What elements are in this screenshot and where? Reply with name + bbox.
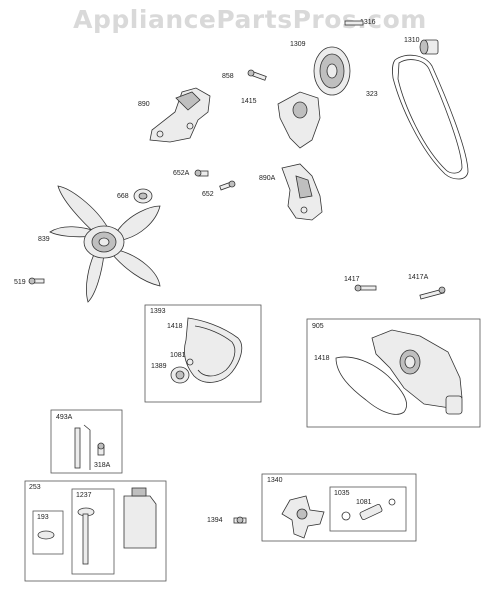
bolt-1316[interactable]: [344, 20, 364, 26]
watermark-text: AppliancePartsPros.com: [73, 5, 427, 34]
screw-652A[interactable]: [194, 169, 209, 177]
label-1340: 1340: [267, 477, 283, 484]
label-905: 905: [312, 323, 324, 330]
label-890: 890: [138, 101, 150, 108]
label-1418-a: 1418: [167, 323, 183, 330]
label-1316: 1316: [360, 19, 376, 26]
belt-323[interactable]: [392, 54, 469, 180]
label-1310: 1310: [404, 37, 420, 44]
label-1081-a: 1081: [170, 352, 186, 359]
label-1081-b: 1081: [356, 499, 372, 506]
screw-652[interactable]: [219, 180, 236, 191]
label-318A: 318A: [94, 462, 111, 469]
label-1417: 1417: [344, 276, 360, 283]
label-668: 668: [117, 193, 129, 200]
label-1393: 1393: [150, 308, 166, 315]
label-253: 253: [29, 484, 41, 491]
pulley-1309[interactable]: [313, 46, 351, 96]
label-652: 652: [202, 191, 214, 198]
label-890A: 890A: [259, 175, 276, 182]
screw-1394[interactable]: [233, 516, 247, 524]
screw-519[interactable]: [28, 277, 45, 285]
bushing-1310[interactable]: [419, 39, 439, 55]
label-1035: 1035: [334, 490, 350, 497]
kit-box-253[interactable]: [24, 480, 167, 582]
label-1237: 1237: [76, 492, 92, 499]
label-1309: 1309: [290, 41, 306, 48]
label-858: 858: [222, 73, 234, 80]
screw-1417[interactable]: [354, 284, 377, 292]
label-519: 519: [14, 279, 26, 286]
kit-box-1340[interactable]: [261, 473, 417, 542]
bracket-1415[interactable]: [277, 91, 321, 149]
bracket-890[interactable]: [149, 87, 211, 143]
label-1394: 1394: [207, 517, 223, 524]
screw-858[interactable]: [247, 69, 267, 81]
kit-box-905[interactable]: [306, 318, 481, 428]
label-493A: 493A: [56, 414, 73, 421]
screw-1417A[interactable]: [419, 286, 446, 300]
washer-668[interactable]: [133, 188, 153, 204]
bracket-890A[interactable]: [281, 163, 323, 221]
label-1389: 1389: [151, 363, 167, 370]
label-839: 839: [38, 236, 50, 243]
label-1418-b: 1418: [314, 355, 330, 362]
label-1415: 1415: [241, 98, 257, 105]
kit-box-493A[interactable]: [50, 409, 123, 474]
label-193: 193: [37, 514, 49, 521]
label-1417A: 1417A: [408, 274, 429, 281]
kit-box-1393[interactable]: [144, 304, 262, 403]
label-323: 323: [366, 91, 378, 98]
label-652A: 652A: [173, 170, 190, 177]
fan-839[interactable]: [49, 185, 161, 303]
